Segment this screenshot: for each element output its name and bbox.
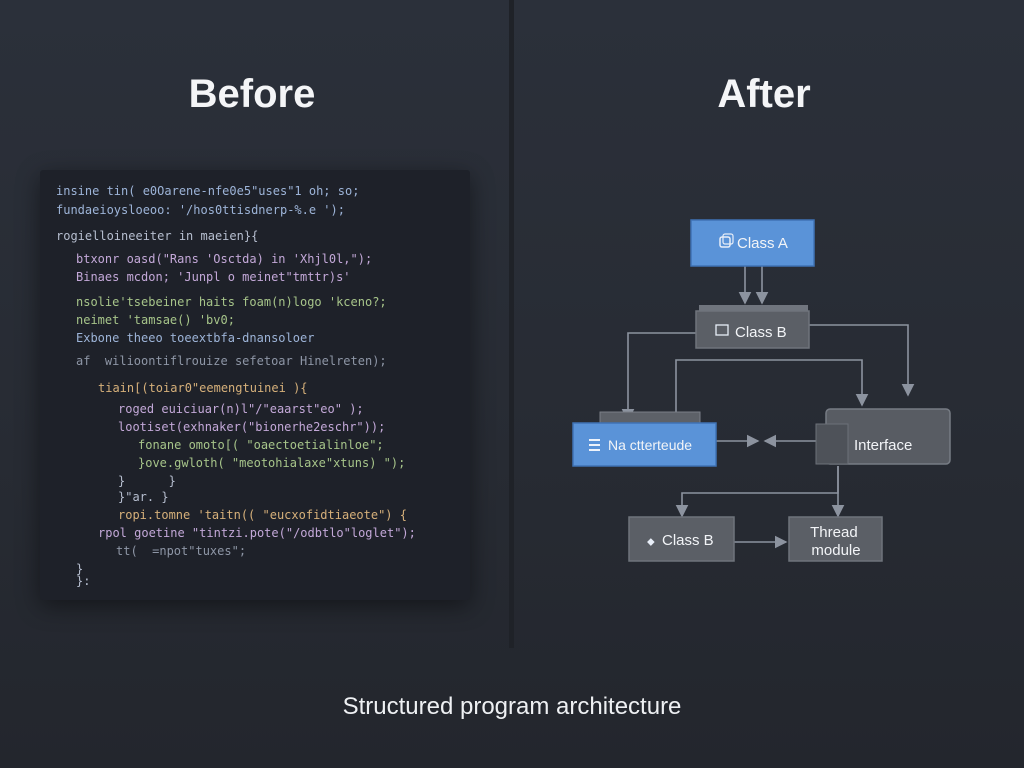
edge-b-to-left [621, 332, 696, 422]
class-b-top-label: Class B [735, 324, 787, 341]
diamond-icon: ⬥ [647, 536, 655, 548]
code-line: fonane omoto[( "oaectoetialinloe"; [138, 438, 384, 452]
code-line: tiain[(toiar0"eemengtuinei ){ [98, 381, 308, 395]
panel-divider [509, 0, 514, 648]
code-line: } } [118, 474, 176, 488]
class-b-bottom-label: Class B [662, 532, 714, 549]
thread-module-label: Thread module [810, 524, 862, 559]
code-line: ropi.tomne 'taitn(( "eucxofidtiaeote") { [118, 508, 407, 522]
before-title: Before [188, 72, 316, 116]
code-line: lootiset(exhnaker("bionerhe2eschr")); [118, 420, 386, 434]
window-icon [715, 324, 729, 336]
code-panel: insine tin( e0Oarene-nfe0e5"uses"1 oh; s… [40, 170, 470, 600]
interface-label: Interface [854, 437, 912, 454]
code-line: }"ar. } [118, 490, 169, 504]
node-class-b-bottom: ⬥ Class B [628, 516, 735, 562]
ne-interface-label: Na ctterteude [608, 437, 692, 453]
after-title: After [717, 72, 811, 116]
node-thread-module: Thread module [788, 516, 883, 562]
edge-loop [675, 359, 869, 420]
diagram-edges [621, 266, 915, 549]
code-line: tt( =npot"tuxes"; [116, 544, 247, 558]
code-line: af wilioontiflrouize sefetoar Hinelreten… [76, 354, 387, 368]
code-line: }ove.gwloth( "meotohialaxe"xtuns) "); [138, 456, 406, 470]
code-line: } [76, 562, 84, 576]
node-interface: Interface [815, 408, 951, 465]
caption: Structured program architecture [342, 693, 682, 720]
edge-b-to-right [808, 324, 915, 397]
code-line: neimet 'tamsae() 'bv0; [76, 313, 235, 327]
code-line: rpol goetine "tintzi.pote("/odbtlo"logle… [98, 526, 416, 540]
node-class-b-top: Class B [695, 305, 810, 349]
code-line: Exbone theeo toeextbfa-dnansoloer [76, 331, 315, 345]
list-icon [589, 439, 600, 451]
code-line: rogielloineeiter in maeien}{ [56, 229, 259, 243]
code-line: roged euiciuar(n)l"/"eaarst"eo" ); [118, 402, 364, 416]
node-class-a: Class A [690, 219, 815, 267]
edge-interface-to-class-b [675, 466, 839, 518]
code-line: insine tin( e0Oarene-nfe0e5"uses"1 oh; s… [56, 184, 360, 198]
node-ne-interface: Na ctterteude [572, 411, 717, 467]
code-line: }: [76, 574, 91, 588]
code-line: btxonr oasd("Rans 'Osctda) in 'Xhjl0l,")… [76, 252, 373, 266]
copy-icon [719, 236, 731, 248]
code-line: nsolie'tsebeiner haits foam(n)logo 'kcen… [76, 295, 387, 309]
class-a-label: Class A [737, 235, 788, 252]
code-line: Binaes mcdon; 'Junpl o meinet"tmttr)s' [76, 270, 351, 284]
code-line: fundaeioysloeoo: '/hos0ttisdnerp-%.e '); [56, 203, 345, 217]
